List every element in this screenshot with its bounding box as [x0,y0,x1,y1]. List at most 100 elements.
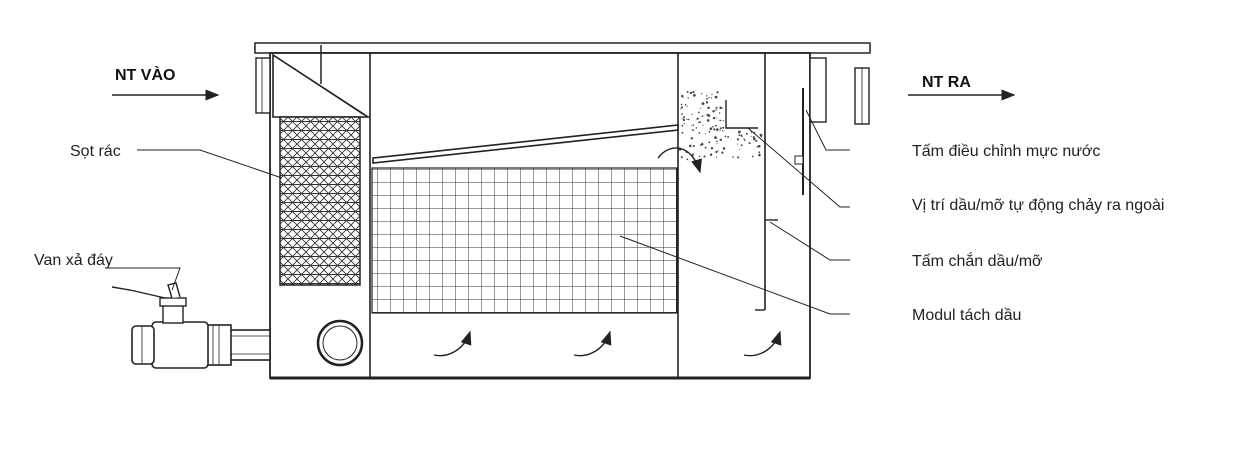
oil-speck [740,144,743,147]
drain-valve [111,282,271,369]
oil-speck [692,124,695,126]
oil-speck [683,122,685,125]
oil-speck [737,156,740,159]
outlet-pipe [809,57,870,125]
inlet-label: NT VÀO [115,65,175,84]
oil-speck [716,128,719,131]
outlet-flow: NT RA [908,74,1016,101]
oil-speck [708,96,710,99]
oil-speck [719,127,722,130]
oil-separator-module-label: Modul tách dầu [912,307,1021,324]
oil-speck [719,106,722,109]
oil-speck [710,97,713,99]
oil-speck [707,106,710,109]
oil-speck [722,147,726,150]
oil-speck [732,156,734,158]
oil-speck [705,101,709,104]
oil-speck [686,118,688,120]
oil-speck [739,149,741,151]
oil-speck [759,133,761,136]
oil-speck [717,150,719,152]
oil-speck [715,109,717,111]
oil-speck [736,138,740,141]
oil-speck [720,119,722,122]
oil-speck [687,118,690,121]
oil-speck [716,142,718,145]
oil-speck [753,137,756,141]
oil-speck [716,91,719,94]
oil-speck [716,117,718,119]
oil-speck [681,113,683,115]
oil-outflow-position-label: Vị trí dầu/mỡ tự động chảy ra ngoài [912,197,1164,214]
oil-speck [702,124,704,126]
trash-screen-label: Sọt rác [70,143,121,160]
oil-speck [682,118,686,122]
oil-speck [712,110,714,112]
leader-lines [105,109,850,315]
drain-valve-label: Van xả đáy [34,252,113,269]
oil-speck [681,131,684,134]
oil-speck [712,125,714,128]
oil-speck [755,139,758,142]
outlet-label: NT RA [922,74,971,91]
oil-speck [744,139,746,141]
oil-baffle-label: Tấm chắn dầu/mỡ [912,251,1043,270]
oil-speck [722,130,724,132]
oil-speck [680,156,683,159]
oil-speck [701,93,703,95]
oil-speck [695,127,698,129]
oil-speck [683,116,686,119]
oil-speck [704,146,707,149]
oil-speck [722,120,724,122]
oil-speck [719,138,723,142]
trash-basket [279,116,361,286]
oil-speck [745,132,748,135]
oil-speck [719,129,721,131]
water-level-plate-label: Tấm điều chỉnh mực nước [912,143,1100,160]
oil-speck [751,155,754,158]
oil-speck [757,144,761,148]
oil-speck [714,95,718,99]
oil-speck [703,155,706,158]
oil-speck [680,108,682,110]
oil-speck [758,153,761,157]
oil-speck [688,144,692,148]
inlet-deflector [272,45,371,118]
oil-speck [706,98,708,100]
flow-arrows [433,147,782,357]
oil-speck [748,142,751,145]
oil-speck [699,144,702,146]
inlet-pipe [255,57,271,114]
oil-speck [705,95,708,97]
oil-speck [691,113,693,115]
oil-speck [691,125,693,127]
oil-speck [738,130,741,134]
bottom-opening [316,319,364,367]
oil-speck [738,134,741,136]
oil-speck [692,91,695,94]
oil-speck [681,94,684,98]
oil-speck [682,97,684,99]
oil-speck [714,136,717,139]
oil-speck [692,129,694,132]
oil-skimmer-lip [725,100,758,129]
oil-speck [701,102,705,105]
oil-speck [758,151,761,154]
oil-speck [681,124,684,127]
oil-speck [698,155,701,158]
oil-speck [707,114,711,117]
oil-speck [697,122,699,124]
oil-speck [743,138,745,140]
oil-speck [715,106,718,109]
oil-speck [760,136,762,138]
partition-walls [369,53,766,378]
oil-speck [750,135,752,138]
oil-speck [693,94,696,97]
oil-speck [712,110,715,113]
oil-speck [724,135,727,138]
oil-speck [710,147,714,150]
oil-speckles [678,91,763,161]
tank-lid [254,42,871,54]
oil-speck [692,153,695,156]
oil-speck [680,106,683,109]
